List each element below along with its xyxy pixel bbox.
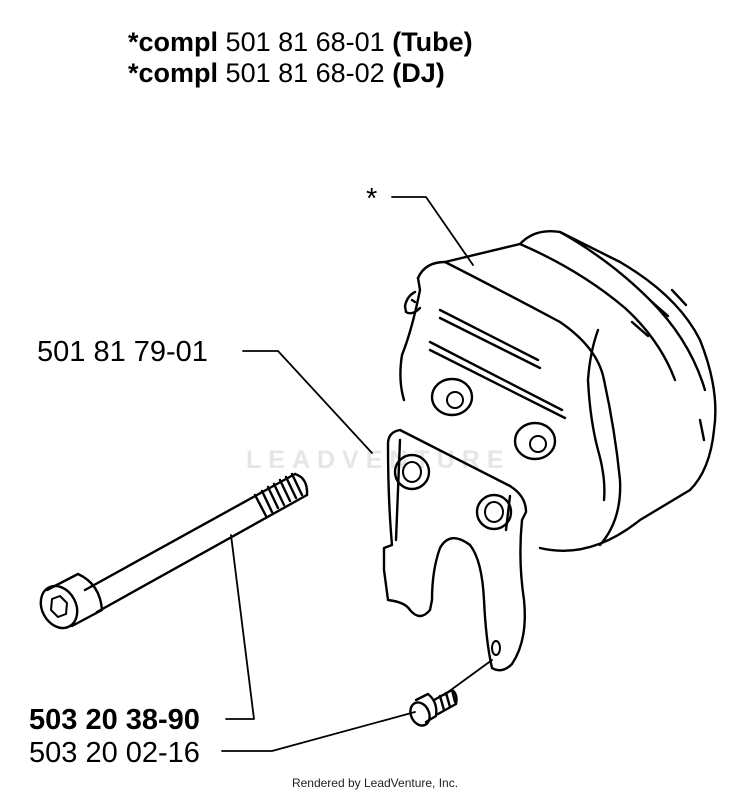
title-1-suffix: (Tube) xyxy=(392,27,473,57)
title-2-number: 501 81 68-02 xyxy=(225,58,385,88)
leader-lines xyxy=(221,196,493,752)
callout-star: * xyxy=(366,183,378,215)
leader-bolt xyxy=(225,534,255,720)
leader-screw xyxy=(221,711,416,752)
title-2-prefix: *compl xyxy=(128,58,219,88)
title-1-prefix: *compl xyxy=(128,27,219,57)
flange-screw xyxy=(409,688,458,727)
title-line-2: *compl 501 81 68-02 (DJ) xyxy=(128,57,445,89)
callout-bolt: 503 20 38-90 xyxy=(29,704,200,736)
title-line-1: *compl 501 81 68-01 (Tube) xyxy=(128,26,473,58)
footer-credit: Rendered by LeadVenture, Inc. xyxy=(291,776,459,790)
callout-bracket: 501 81 79-01 xyxy=(37,336,208,368)
leader-star xyxy=(391,196,474,266)
title-2-suffix: (DJ) xyxy=(392,58,445,88)
bracket-plate xyxy=(382,428,528,672)
title-1-number: 501 81 68-01 xyxy=(225,27,385,57)
muffler-body xyxy=(399,230,717,552)
socket-bolt xyxy=(39,472,309,630)
callout-screw: 503 20 02-16 xyxy=(29,737,200,769)
leader-bracket xyxy=(242,350,373,454)
